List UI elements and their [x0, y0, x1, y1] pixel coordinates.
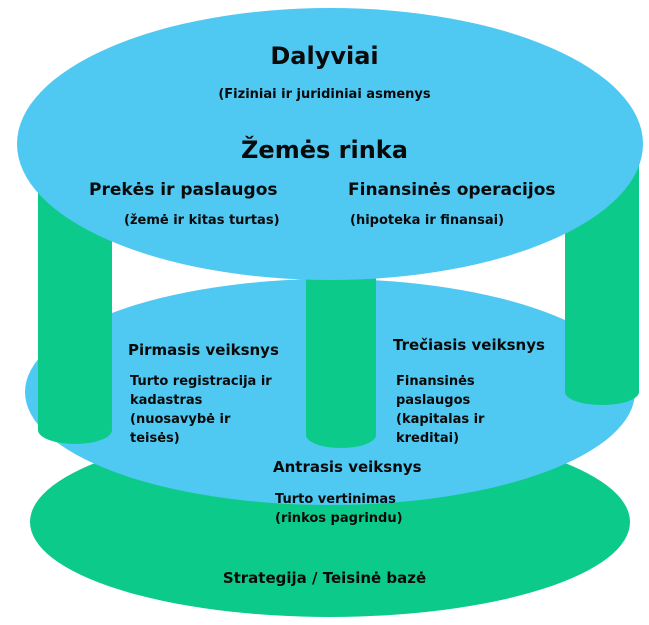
- strategy-legal-base-label: Strategija / Teisinė bazė: [222, 569, 427, 587]
- pillar-center-bottom: [306, 422, 376, 448]
- pillar-right-bottom: [565, 379, 639, 405]
- first-factor-text: Turto registracija ir kadastras (nuosavy…: [130, 374, 272, 446]
- second-factor-title: Antrasis veiksnys: [273, 458, 422, 476]
- financial-operations-note: (hipoteka ir finansai): [350, 213, 505, 228]
- land-market-title: Žemės rinka: [241, 136, 408, 164]
- third-factor-title: Trečiasis veiksnys: [393, 336, 545, 354]
- financial-operations-title: Finansinės operacijos: [348, 180, 556, 200]
- second-factor-text: Turto vertinimas (rinkos pagrindu): [275, 492, 403, 526]
- first-factor-title: Pirmasis veiksnys: [128, 341, 279, 359]
- top-disc: [17, 8, 643, 280]
- goods-services-title: Prekės ir paslaugos: [89, 180, 278, 200]
- participants-title: Dalyviai: [270, 42, 379, 70]
- goods-services-note: (žemė ir kitas turtas): [124, 213, 280, 228]
- third-factor-text: Finansinės paslaugos (kapitalas ir kredi…: [396, 374, 485, 446]
- participants-subtitle: (Fiziniai ir juridiniai asmenys: [218, 87, 431, 102]
- pillar-left-bottom: [38, 416, 112, 444]
- pillar-center: [306, 255, 376, 435]
